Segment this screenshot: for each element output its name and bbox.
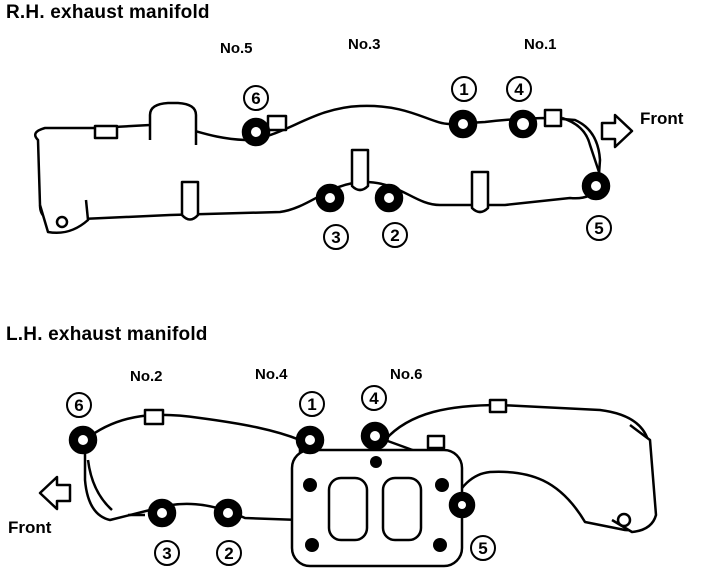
rh-tab-1	[93, 124, 119, 140]
lh-sequence-marker: 2	[216, 540, 242, 566]
rh-tab-3	[543, 108, 563, 128]
lh-sequence-marker: 4	[361, 385, 387, 411]
lh-flange-bolt	[435, 478, 449, 492]
rh-sequence-marker: 6	[243, 85, 269, 111]
lh-flange-bolt	[305, 538, 319, 552]
lh-sequence-marker: 1	[299, 391, 325, 417]
lh-bracket	[86, 459, 113, 511]
lh-front-label: Front	[8, 518, 52, 537]
rh-end-hole	[55, 215, 69, 229]
lh-cylinder-label: No.4	[255, 366, 288, 383]
rh-tab-6	[470, 170, 490, 214]
lh-flange-bolt	[433, 538, 447, 552]
rh-front-label: Front	[640, 109, 684, 128]
lh-cylinder-label: No.6	[390, 366, 423, 383]
rh-sequence-marker: 2	[382, 222, 408, 248]
lh-sequence-marker: 5	[470, 535, 496, 561]
rh-tab-5	[350, 148, 370, 192]
rh-manifold	[33, 101, 634, 234]
lh-end-hole	[616, 512, 632, 528]
rh-bracket	[561, 116, 602, 176]
lh-flange-bolt	[370, 456, 382, 468]
lh-sequence-marker: 6	[66, 392, 92, 418]
rh-tab-2	[266, 114, 288, 132]
rh-cylinder-label: No.1	[524, 36, 557, 53]
lh-cylinder-label: No.2	[130, 368, 163, 385]
lh-manifold	[38, 398, 658, 568]
lh-tab-3	[488, 398, 508, 414]
lh-end-flange	[611, 424, 658, 534]
rh-tab-4	[180, 180, 200, 221]
rh-sequence-marker: 5	[586, 215, 612, 241]
lh-flange-port-left	[327, 476, 369, 542]
rh-sequence-marker: 1	[451, 76, 477, 102]
lh-sequence-marker: 3	[154, 540, 180, 566]
rh-sequence-marker: 4	[506, 76, 532, 102]
rh-dome	[148, 101, 198, 145]
lh-tab-1	[143, 408, 165, 426]
rh-sequence-marker: 3	[323, 224, 349, 250]
lh-front-arrow	[38, 475, 72, 511]
rh-title: R.H. exhaust manifold	[6, 2, 210, 23]
lh-title: L.H. exhaust manifold	[6, 324, 208, 345]
rh-front-arrow	[600, 113, 634, 149]
lh-flange-bolt	[303, 478, 317, 492]
lh-left-arch	[83, 413, 302, 522]
rh-cylinder-label: No.3	[348, 36, 381, 53]
lh-flange-port-right	[381, 476, 423, 542]
rh-cylinder-label: No.5	[220, 40, 253, 57]
lh-tab-2	[426, 434, 446, 450]
